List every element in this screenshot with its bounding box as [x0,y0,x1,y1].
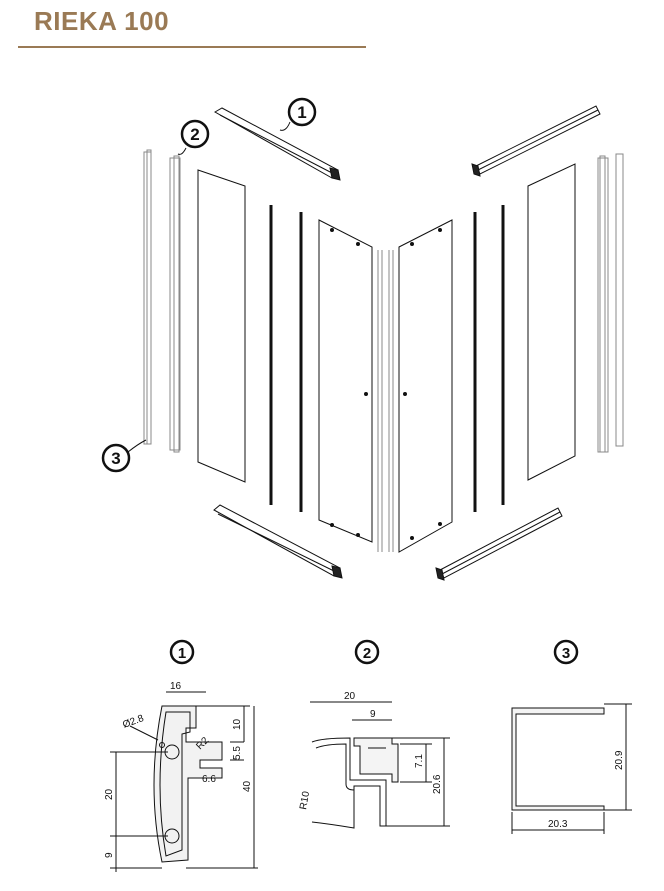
svg-text:7.1: 7.1 [414,754,425,768]
bottom-rail-right [435,507,563,581]
callout-2-leader [177,147,187,155]
top-rail-left [213,107,341,181]
wall-profile-right [597,153,624,453]
page-title: RIEKA 100 [34,6,170,36]
svg-text:5.5: 5.5 [232,746,243,760]
svg-text:2: 2 [363,645,371,662]
svg-text:9: 9 [104,852,115,858]
callout-1: 1 [287,97,317,127]
callout-2: 2 [180,119,210,149]
svg-text:2: 2 [190,125,199,144]
svg-text:20: 20 [104,788,115,800]
svg-text:1: 1 [178,645,186,662]
svg-text:20.6: 20.6 [432,774,443,794]
svg-text:20.9: 20.9 [614,750,625,770]
svg-text:1: 1 [297,103,306,122]
profile-3-label: 3 [553,639,579,665]
svg-text:3: 3 [111,449,120,468]
profile-3-section [511,703,632,834]
seal-strips-left [269,205,303,512]
top-rail-right [471,105,601,177]
svg-text:40: 40 [242,780,253,792]
callout-3-leader [127,439,147,453]
profile-1-dims: 16 Ø2.8 10 R2 5.5 6.6 20 40 9 [104,681,253,858]
svg-text:20.3: 20.3 [548,819,568,830]
bottom-rail-left [213,504,343,579]
callout-3: 3 [101,443,131,473]
fixed-glass-right [527,163,576,481]
sliding-door-left [318,219,373,543]
profile-2-section [310,701,450,829]
callout-1-leader [279,121,291,131]
svg-text:R10: R10 [298,790,312,810]
svg-text:20: 20 [344,691,356,702]
svg-text:10: 10 [232,718,243,730]
profile-2-dims: 20 9 7.1 20.6 R10 [298,691,443,811]
svg-text:3: 3 [562,645,570,662]
profile-3-dims: 20.9 20.3 [548,750,625,830]
svg-text:9: 9 [370,709,376,720]
fixed-glass-left [197,169,246,483]
profile-1-section [110,691,258,872]
svg-text:16: 16 [170,681,182,692]
corner-profiles [377,250,394,552]
profile-1-label: 1 [169,639,195,665]
profile-2-label: 2 [354,639,380,665]
seal-strips-right [473,205,505,512]
svg-text:6.6: 6.6 [202,774,216,785]
title-underline [18,46,366,48]
sliding-door-right [398,219,453,553]
wall-profile-left [143,149,181,453]
